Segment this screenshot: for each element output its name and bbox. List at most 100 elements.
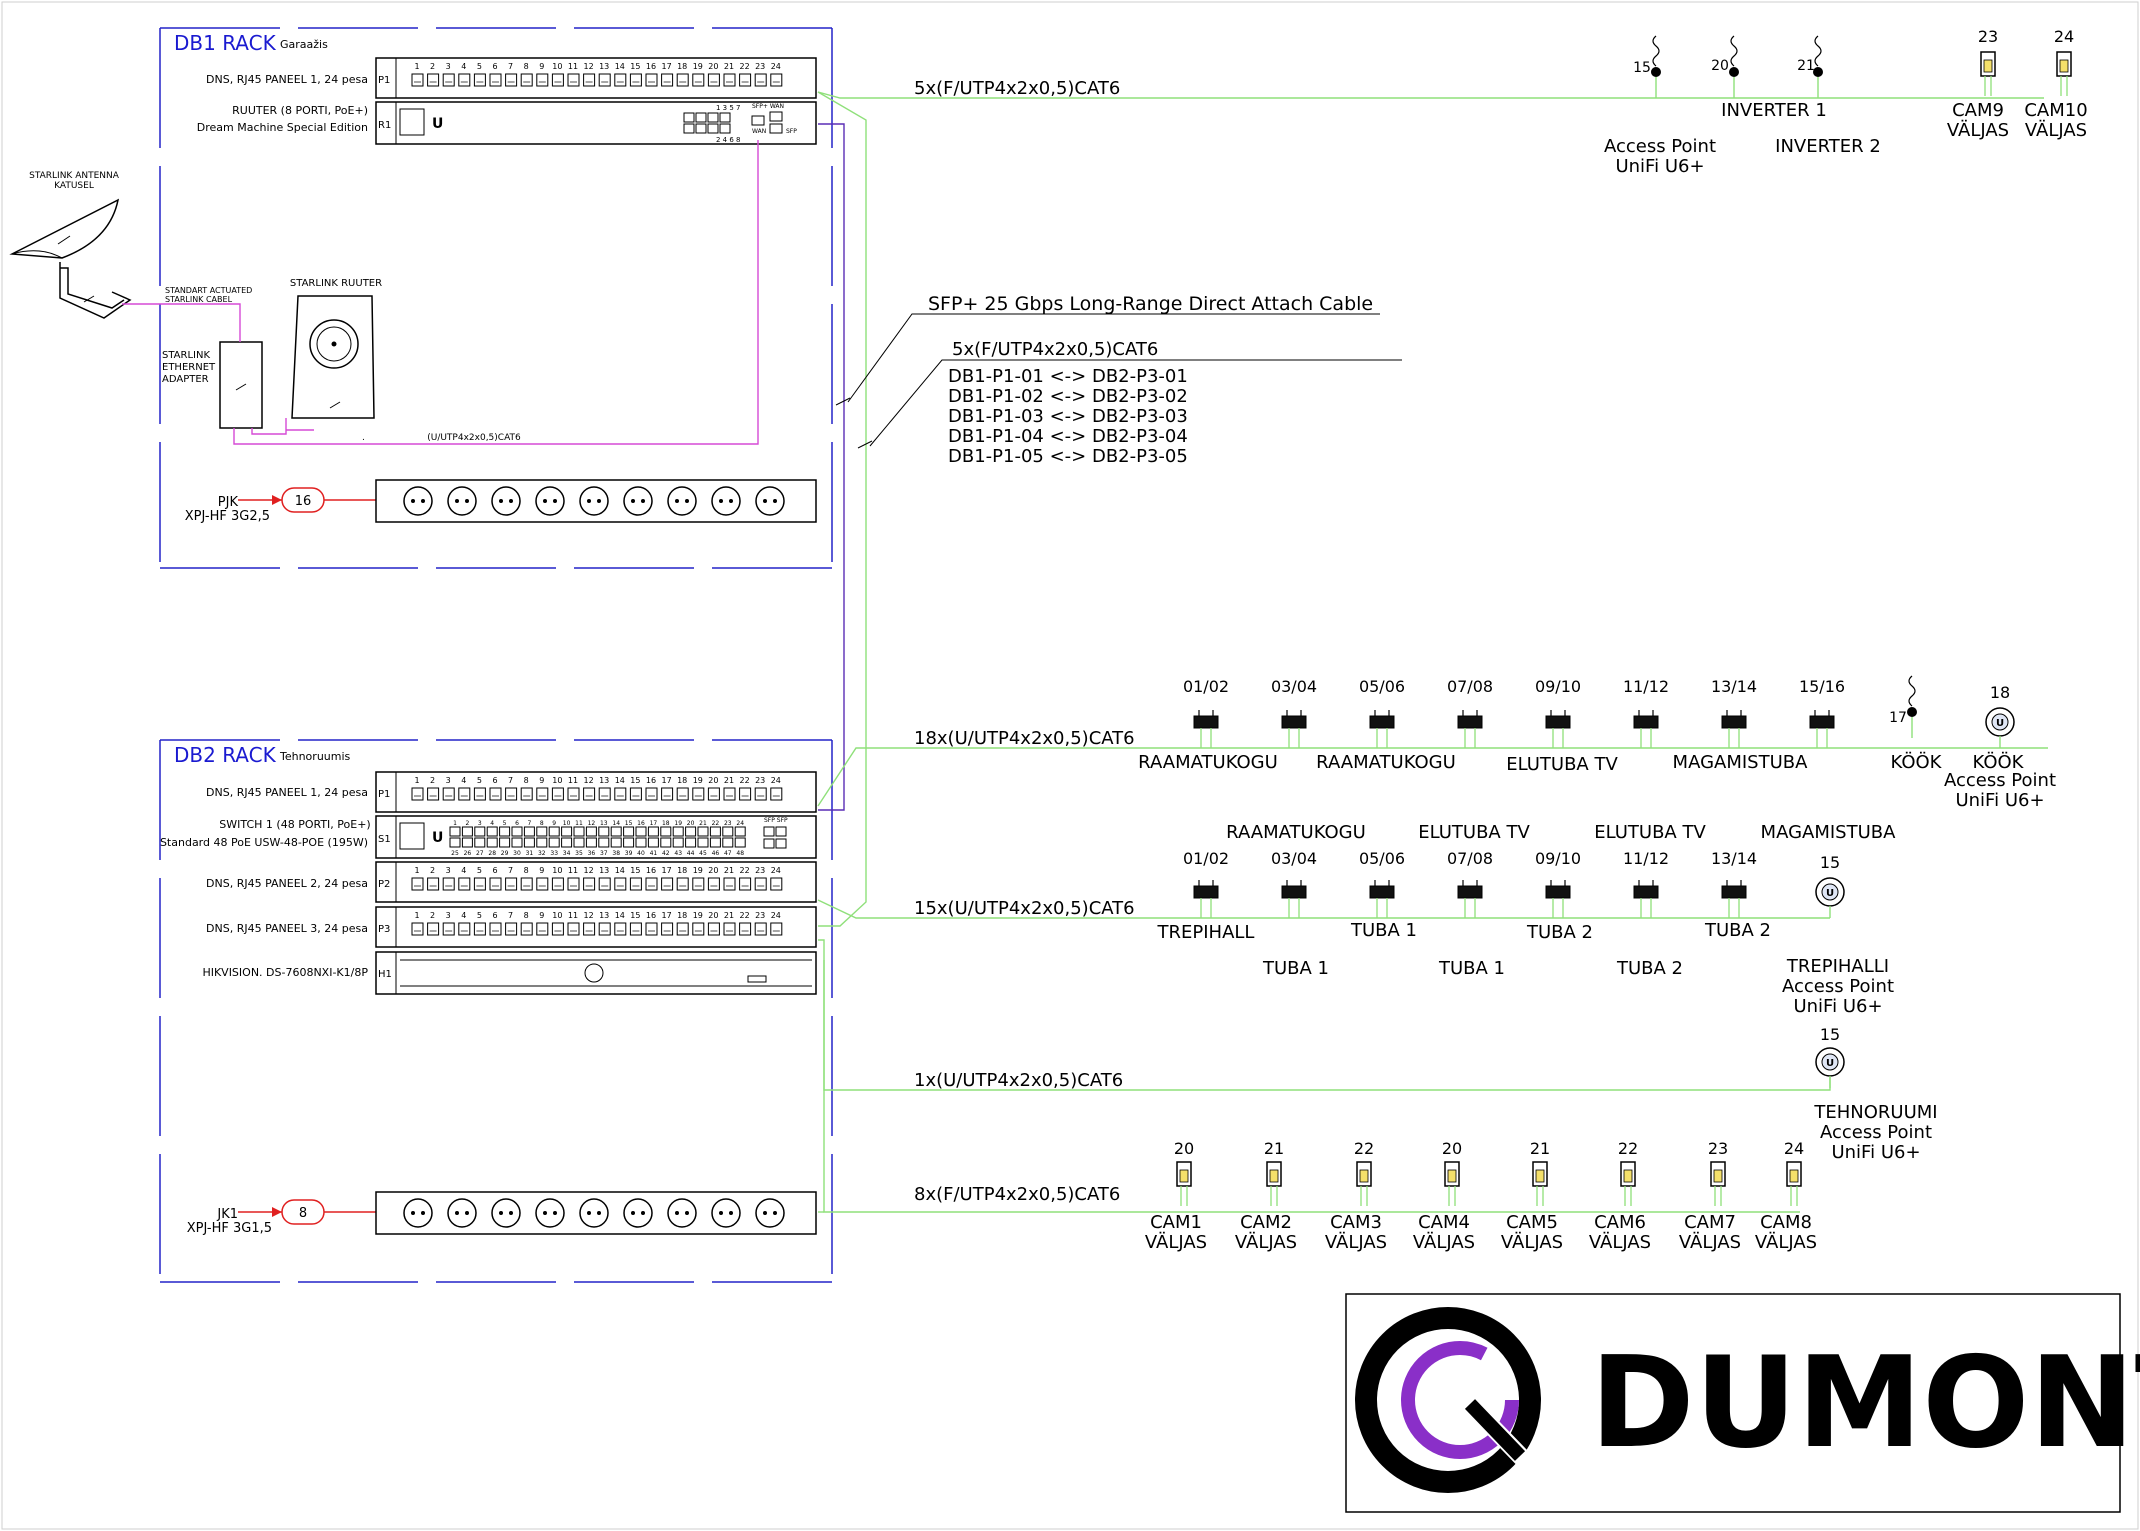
camera-socket-number: 24 (1784, 1139, 1804, 1158)
port-number: 22 (712, 820, 720, 827)
port-number: 21 (724, 911, 734, 920)
rj45-port (583, 922, 596, 936)
switch-port (722, 826, 734, 837)
port-number: 3 (446, 911, 451, 920)
cam9-location: VÄLJAS (1947, 120, 2009, 141)
port-number: 35 (575, 850, 583, 857)
r1-lan-ports (683, 112, 731, 134)
line3-bottom-room: TUBA 2 (1526, 922, 1593, 943)
line5: 8x(F/UTP4x2x0,5)CAT6 20CAM1VÄLJAS21CAM2V… (818, 960, 1817, 1253)
rj45-port (754, 877, 767, 891)
rj45-port (723, 787, 736, 801)
port-number: 24 (736, 820, 744, 827)
port-number: 26 (464, 850, 472, 857)
port-number: 4 (490, 820, 494, 827)
rj45-port (739, 73, 752, 87)
port-number: 17 (650, 820, 658, 827)
rj45-port (489, 877, 502, 891)
inverter-2-label: INVERTER 2 (1775, 136, 1881, 157)
power-socket-icon (667, 1198, 697, 1228)
data-socket-icon (1813, 35, 1823, 98)
db2-p3-label: DNS, RJ45 PANEEL 3, 24 pesa (206, 922, 368, 935)
port-number: 1 (453, 820, 457, 827)
inverter-1-label: INVERTER 1 (1721, 100, 1827, 121)
switch-port (511, 826, 523, 837)
line2-room: RAAMATUKOGU (1316, 752, 1456, 773)
switch-port (685, 837, 697, 848)
port-number: 23 (755, 776, 765, 785)
rj45-port (567, 787, 580, 801)
camera-name: CAM6 (1594, 1212, 1646, 1233)
rj45-port (676, 877, 689, 891)
wall-outlet-icon (1369, 710, 1395, 748)
port-number: 11 (568, 62, 578, 71)
switch-port (474, 837, 486, 848)
rj45-port (770, 73, 783, 87)
port-number: 24 (771, 866, 781, 875)
port-number: 22 (740, 776, 750, 785)
port-number: 22 (740, 866, 750, 875)
cam9-name: CAM9 (1952, 100, 2004, 121)
line4-ap-number: 15 (1820, 1025, 1840, 1044)
port-number: 11 (568, 911, 578, 920)
logo-text: DUMONT (1590, 1329, 2140, 1476)
port-number: 8 (540, 820, 544, 827)
starlink-cable-label-1: STANDART ACTUATED (165, 286, 252, 295)
switch-port (722, 837, 734, 848)
rj45-port (614, 922, 627, 936)
port-number: 21 (699, 820, 707, 827)
rj45-port (458, 787, 471, 801)
port-number: 13 (599, 911, 609, 920)
port-number: 17 (662, 911, 672, 920)
camera-name: CAM7 (1684, 1212, 1736, 1233)
rj45-port (629, 787, 642, 801)
port-number: 42 (662, 850, 670, 857)
switch-port (523, 826, 535, 837)
switch-port (709, 837, 721, 848)
data-socket-icon (1651, 35, 1661, 98)
rj45-port (567, 922, 580, 936)
port-number: 1 (414, 62, 419, 71)
port-number: 4 (461, 866, 466, 875)
port-number: 23 (724, 820, 732, 827)
port-number: 37 (600, 850, 608, 857)
starlink-antenna-label-2: KATUSEL (54, 181, 94, 191)
line3-top-room: ELUTUBA TV (1418, 822, 1530, 843)
port-number: 27 (476, 850, 484, 857)
rj45-port (473, 922, 486, 936)
rj45-port (598, 877, 611, 891)
port-number: 39 (625, 850, 633, 857)
switch-port (523, 837, 535, 848)
access-point-icon: U (1815, 877, 1845, 918)
port-number: 34 (563, 850, 571, 857)
port-number: 29 (501, 850, 509, 857)
line2-room: RAAMATUKOGU (1138, 752, 1278, 773)
cam10-name: CAM10 (2024, 100, 2087, 121)
port-number: 2 (430, 62, 435, 71)
port-number: 15 (630, 776, 640, 785)
wall-outlet-icon (1281, 880, 1307, 918)
port-number: 25 (451, 850, 459, 857)
port-number: 2 (430, 866, 435, 875)
camera-location: VÄLJAS (1755, 1232, 1817, 1253)
port-number: 14 (615, 62, 625, 71)
db1-p1-tag: P1 (378, 75, 390, 86)
port-number: 1 (414, 776, 419, 785)
port-number: 47 (724, 850, 732, 857)
line2-ap-number: 18 (1990, 683, 2010, 702)
starlink-adapter-label-2: ETHERNET (162, 362, 216, 373)
rj45-port (520, 922, 533, 936)
rj45-port (536, 73, 549, 87)
line3-ap-label-2: UniFi U6+ (1793, 996, 1882, 1017)
port-number: 38 (612, 850, 620, 857)
rj45-port (723, 877, 736, 891)
rj45-port (661, 787, 674, 801)
camera-name: CAM8 (1760, 1212, 1812, 1233)
camera-location: VÄLJAS (1325, 1232, 1387, 1253)
port-number: 9 (539, 62, 544, 71)
unifi-logo-icon: U (432, 830, 443, 846)
port-number: 10 (563, 820, 571, 827)
line1-cam-24: 24 (2054, 27, 2074, 46)
